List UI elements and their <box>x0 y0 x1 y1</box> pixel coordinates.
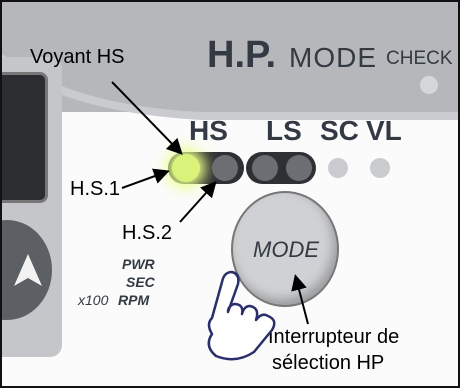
vl-led <box>370 158 390 178</box>
mode-button-label: MODE <box>253 237 319 263</box>
voyant-hs-callout: Voyant HS <box>30 46 125 69</box>
check-label: CHECK <box>386 48 453 70</box>
ls2-led <box>286 155 312 181</box>
vl-indicator-label: VL <box>366 115 402 147</box>
hs2-callout: H.S.2 <box>122 222 172 245</box>
pointing-hand-icon <box>198 264 288 364</box>
ls-indicator-label: LS <box>266 115 302 147</box>
check-led <box>420 76 438 94</box>
hs1-callout: H.S.1 <box>70 178 120 201</box>
mode-label: MODE <box>289 42 377 74</box>
rpm-prefix-label: x100 <box>78 292 108 308</box>
hs-indicator-label: HS <box>189 115 228 147</box>
pwr-label: PWR <box>122 256 155 272</box>
sc-indicator-label: SC <box>320 115 359 147</box>
sc-led <box>328 158 348 178</box>
display-screen <box>0 72 48 203</box>
hs1-led <box>172 154 200 182</box>
sec-label: SEC <box>126 274 155 290</box>
ls1-led <box>252 155 278 181</box>
switch-callout-line2: sélection HP <box>272 352 384 375</box>
hs2-led <box>212 155 238 181</box>
hp-label: H.P. <box>207 34 276 77</box>
up-arrow-icon <box>8 246 42 292</box>
rpm-label: RPM <box>118 292 149 308</box>
